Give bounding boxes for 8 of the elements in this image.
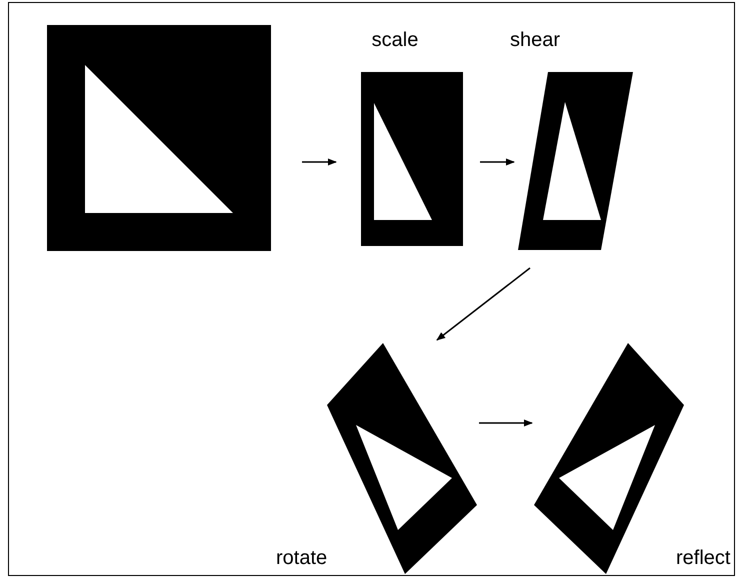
- transform-label: rotate: [276, 546, 328, 570]
- arrow: [480, 158, 515, 166]
- transform-label: reflect: [676, 546, 730, 570]
- transform-label: scale: [372, 28, 418, 52]
- transform-label: shear: [510, 28, 560, 52]
- arrow: [436, 267, 530, 341]
- arrow: [302, 158, 337, 166]
- arrow: [479, 419, 533, 427]
